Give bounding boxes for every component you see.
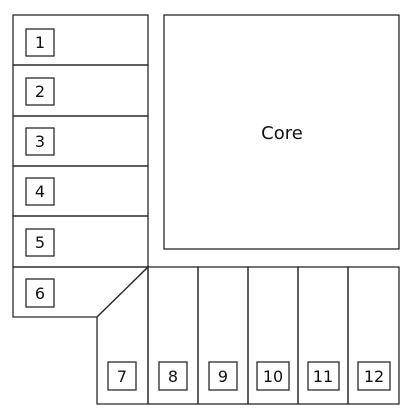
left-cell-1-tag	[25, 28, 55, 57]
bottom-cell-9-tag	[208, 361, 238, 391]
left-cell-3: 3	[12, 115, 149, 167]
bottom-cell-10-label: 10	[263, 367, 283, 386]
bottom-cell-10-tag	[256, 361, 290, 391]
left-cell-5: 5	[12, 215, 149, 268]
bottom-cell-7-tag	[107, 361, 137, 391]
bottom-cell-12-outline	[347, 266, 400, 405]
bottom-cell-10: 10	[247, 266, 299, 405]
left-column: 1 2 3 4 5 6	[12, 14, 150, 318]
left-cell-1: 1	[12, 14, 149, 66]
bottom-cell-11-label: 11	[313, 367, 333, 386]
left-cell-4-tag	[25, 177, 55, 206]
left-cell-4: 4	[12, 165, 149, 217]
bottom-row: 7 8 9 10 11 12	[96, 265, 400, 405]
bottom-cell-12: 12	[347, 266, 400, 405]
left-cell-5-label: 5	[35, 233, 45, 252]
bottom-cell-8-label: 8	[168, 367, 178, 386]
core-label: Core	[261, 123, 303, 144]
left-cell-5-tag	[25, 228, 55, 257]
left-cell-2: 2	[12, 64, 149, 117]
left-cell-2-label: 2	[35, 82, 45, 101]
bottom-cell-7-label: 7	[117, 367, 127, 386]
bottom-cell-8-tag	[158, 361, 188, 391]
bottom-cell-9: 9	[197, 266, 249, 405]
left-cell-4-label: 4	[35, 182, 45, 201]
left-cell-3-tag	[25, 127, 55, 156]
bottom-cell-9-label: 9	[218, 367, 228, 386]
bottom-cell-8: 8	[147, 266, 199, 405]
left-cell-1-label: 1	[35, 33, 45, 52]
core-outline	[163, 14, 400, 250]
left-cell-6-label: 6	[35, 284, 45, 303]
bottom-cell-11-tag	[307, 361, 340, 391]
bottom-cell-12-tag	[357, 361, 391, 391]
left-cell-6-tag	[25, 278, 55, 308]
core-block: Core	[163, 14, 400, 250]
left-cell-6: 6	[12, 266, 150, 318]
left-cell-2-tag	[25, 77, 55, 106]
bottom-cell-12-label: 12	[364, 367, 384, 386]
bottom-cell-7: 7	[96, 265, 149, 405]
left-cell-3-label: 3	[35, 132, 45, 151]
bottom-cell-11: 11	[297, 266, 349, 405]
